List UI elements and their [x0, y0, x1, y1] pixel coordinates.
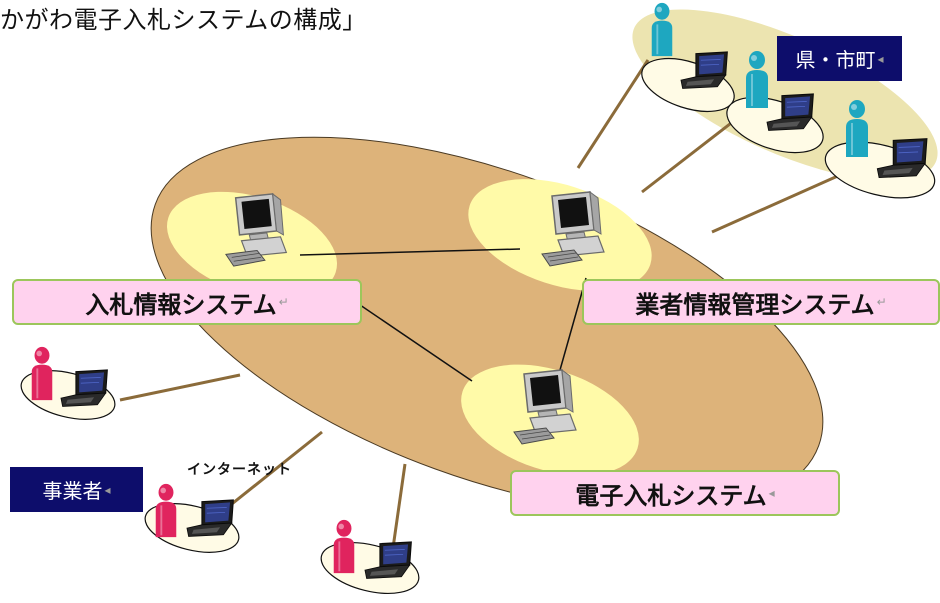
- person-icon: [30, 345, 54, 402]
- government-label-text: 県・市町: [795, 48, 876, 72]
- business-label-text: 事業者: [42, 479, 103, 503]
- info-system-label-text: 入札情報システム: [85, 290, 277, 319]
- page-title: かがわ電子入札システムの構成」: [0, 6, 367, 34]
- person-icon: [154, 482, 178, 539]
- person-icon: [844, 98, 870, 159]
- person-icon: [332, 518, 356, 575]
- business-client: [20, 345, 116, 420]
- info-system-label: 入札情報システム↵: [12, 279, 362, 325]
- business-label: 事業者◂: [10, 467, 143, 512]
- business-client: [320, 518, 420, 594]
- ebid-system-label-text: 電子入札システム: [575, 481, 767, 510]
- return-mark-icon: ↵: [876, 295, 887, 309]
- internet-label: インターネット: [187, 462, 292, 478]
- vendor-system-label-text: 業者情報管理システム: [635, 290, 875, 319]
- hub-vendor: [468, 179, 652, 291]
- person-icon: [745, 50, 769, 109]
- ebid-system-label: 電子入札システム◂: [510, 470, 840, 516]
- government-client: [726, 50, 824, 154]
- government-client: [641, 2, 735, 113]
- return-mark-icon: ◂: [877, 51, 884, 66]
- return-mark-icon: ◂: [768, 486, 775, 500]
- person-icon: [650, 2, 674, 58]
- return-mark-icon: ◂: [104, 482, 111, 497]
- government-label: 県・市町◂: [777, 36, 902, 81]
- government-client: [824, 98, 936, 199]
- return-mark-icon: ↵: [278, 295, 289, 309]
- vendor-system-label: 業者情報管理システム↵: [582, 279, 940, 325]
- business-client: [144, 482, 240, 553]
